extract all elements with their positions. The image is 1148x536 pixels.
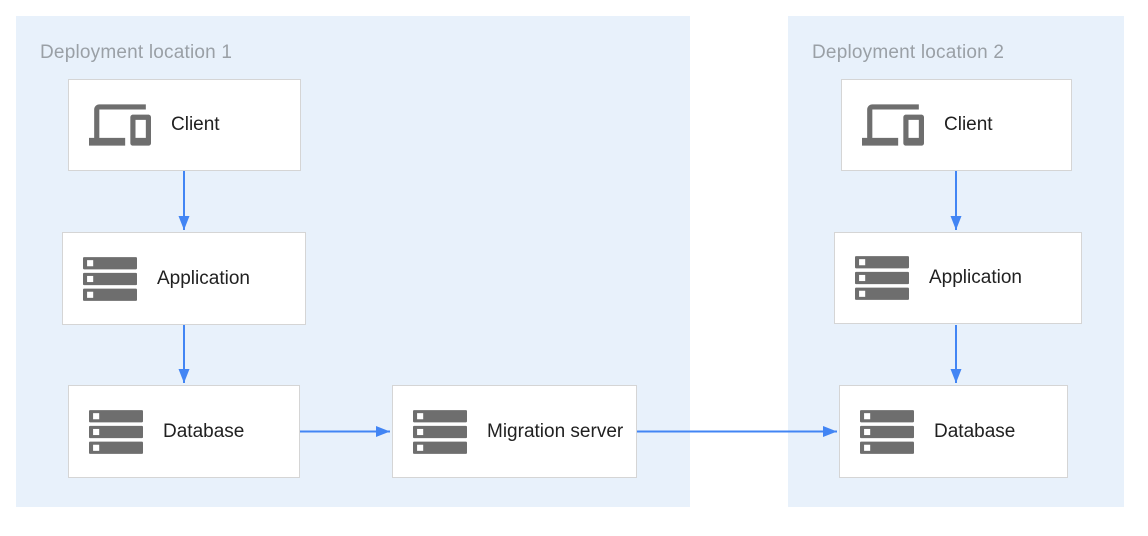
node-application-1: Application: [62, 232, 306, 325]
node-label-database-2: Database: [934, 420, 1016, 442]
devices-icon: [862, 101, 924, 149]
node-database-1: Database: [68, 385, 300, 478]
node-client-1: Client: [68, 79, 301, 171]
devices-icon: [89, 101, 151, 149]
server-stack-icon: [89, 409, 143, 454]
node-label-client-1: Client: [171, 114, 220, 136]
region-label-1: Deployment location 1: [40, 42, 233, 63]
server-stack-icon: [860, 409, 914, 454]
server-stack-icon: [855, 256, 909, 300]
node-database-2: Database: [839, 385, 1068, 478]
node-application-2: Application: [834, 232, 1082, 324]
node-label-application-1: Application: [157, 267, 250, 289]
node-migration-server: Migration server: [392, 385, 637, 478]
node-label-application-2: Application: [929, 267, 1022, 289]
server-stack-icon: [83, 256, 137, 301]
node-label-migration-server: Migration server: [487, 420, 624, 442]
node-client-2: Client: [841, 79, 1072, 171]
node-label-client-2: Client: [944, 114, 993, 136]
node-label-database-1: Database: [163, 420, 245, 442]
server-stack-icon: [413, 409, 467, 454]
region-label-2: Deployment location 2: [812, 42, 1005, 63]
